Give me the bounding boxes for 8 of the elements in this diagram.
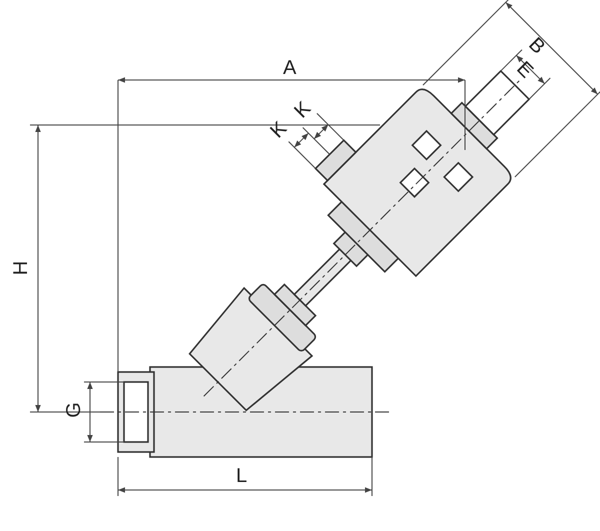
dimension-label: K	[266, 118, 290, 142]
dimension-label: H	[11, 260, 32, 276]
dimension-label: E	[512, 58, 536, 82]
dimension-label: B	[524, 34, 548, 58]
dimension-label: G	[64, 402, 84, 418]
dimension-label: L	[236, 466, 248, 486]
dimension-label: K	[290, 98, 314, 122]
dimension-label: A	[283, 58, 296, 78]
